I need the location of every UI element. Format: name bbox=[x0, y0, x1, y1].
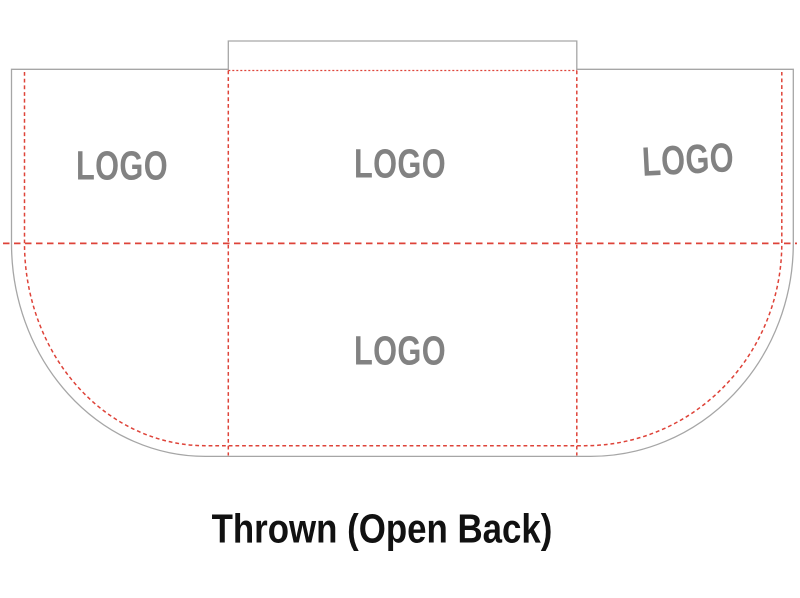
logo-placeholder-left-panel: LOGO bbox=[75, 142, 169, 189]
throw-outline-path bbox=[10, 40, 794, 458]
imprint-inset-line bbox=[23, 72, 783, 447]
logo-placeholder-front-top: LOGO bbox=[353, 140, 447, 187]
logo-placeholder-front-bottom: LOGO bbox=[353, 327, 447, 374]
logo-placeholder-right-panel: LOGO bbox=[640, 134, 736, 185]
diagram-caption: Thrown (Open Back) bbox=[211, 505, 553, 552]
